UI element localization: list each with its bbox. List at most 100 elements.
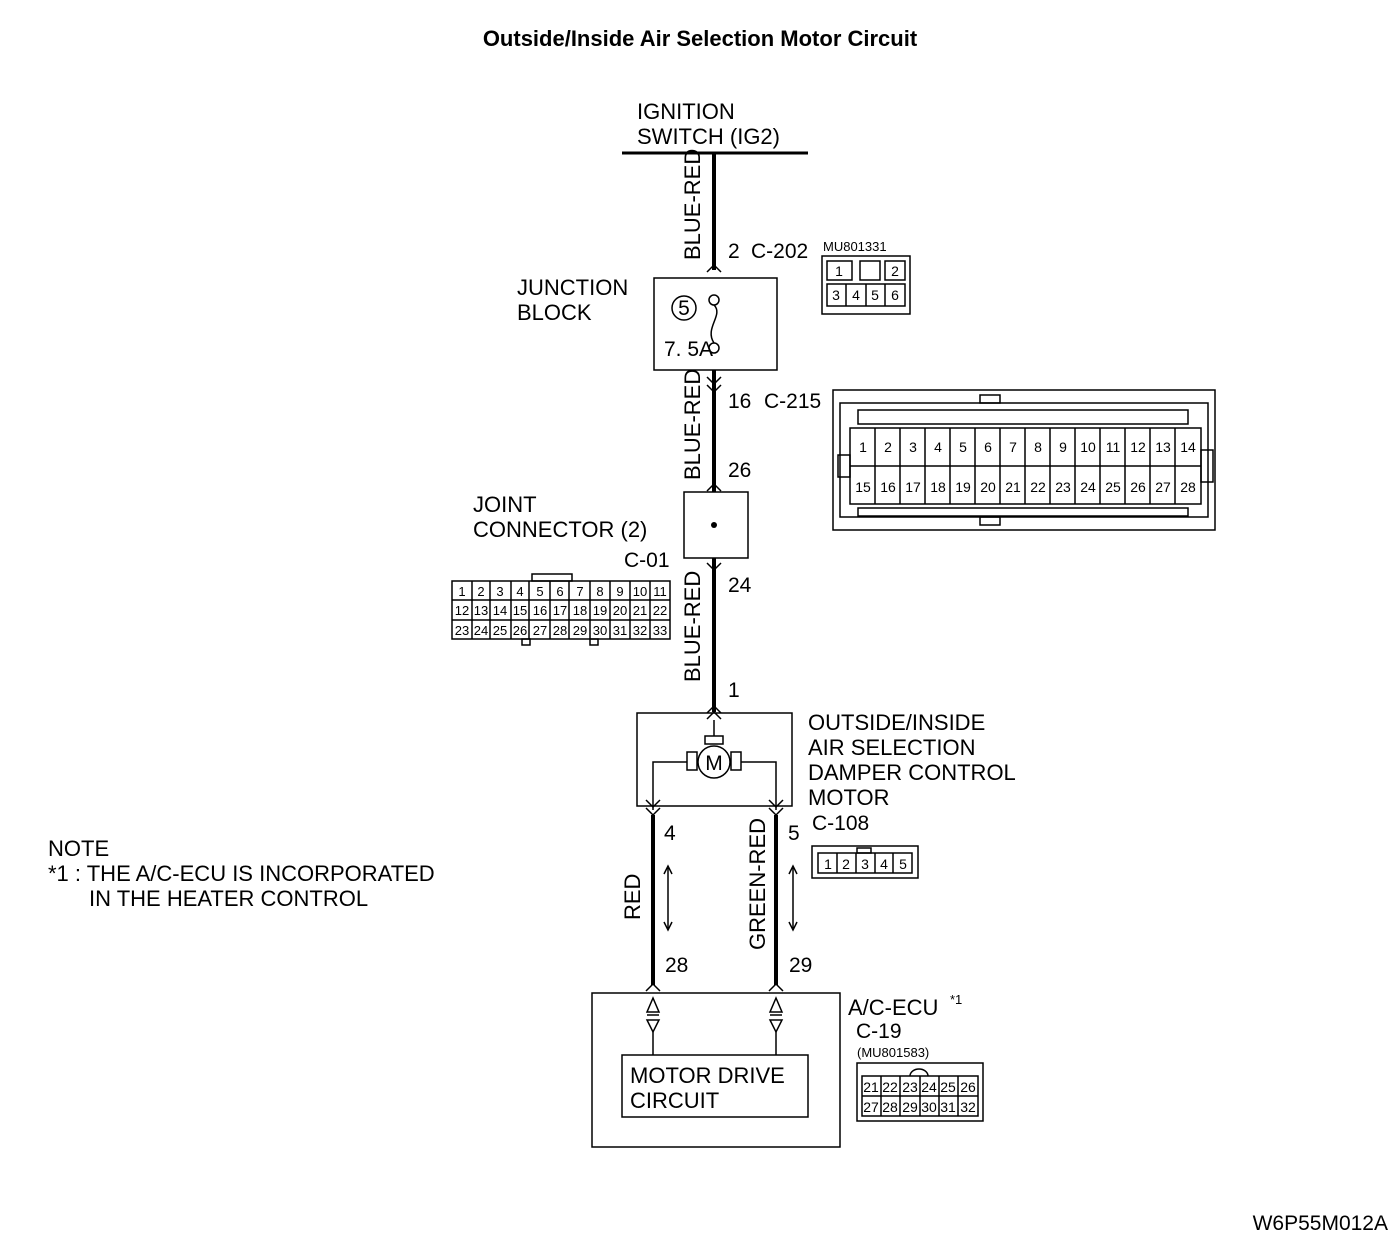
note-line2: IN THE HEATER CONTROL (89, 886, 368, 911)
ecu-superscript: *1 (950, 992, 962, 1007)
c01-pin-10: 10 (633, 584, 647, 599)
wire-color-label-4: RED (620, 874, 645, 920)
connector-c215-diagram: 1 2 3 4 5 6 7 8 9 10 11 12 13 14 15 16 1… (832, 389, 1216, 531)
motor-icon: M (652, 720, 777, 810)
c01-pin-1: 1 (458, 584, 465, 599)
c215-pin-7: 7 (1009, 439, 1017, 455)
c01-pin-5: 5 (536, 584, 543, 599)
c19-pin-28: 28 (882, 1099, 898, 1115)
c202-pin-4: 4 (852, 287, 860, 303)
motor-drive-circuit-line2: CIRCUIT (630, 1088, 719, 1113)
c215-pin-14: 14 (1180, 439, 1196, 455)
connector-c01-label: C-01 (624, 549, 670, 572)
c19-pin-23: 23 (902, 1079, 918, 1095)
joint-connector-label-line1: JOINT (473, 492, 537, 517)
c215-pin-8: 8 (1034, 439, 1042, 455)
c202-pin-3: 3 (832, 287, 840, 303)
connector-c108-label: C-108 (812, 812, 869, 835)
c19-pin-32: 32 (960, 1099, 976, 1115)
diagram-title: Outside/Inside Air Selection Motor Circu… (483, 26, 918, 51)
c01-pin-14: 14 (493, 603, 507, 618)
c01-pin-31: 31 (613, 623, 627, 638)
c19-pin-22: 22 (882, 1079, 898, 1095)
c01-pin-8: 8 (596, 584, 603, 599)
junction-block-box (653, 277, 778, 371)
pin-c202: 2 (728, 240, 740, 263)
motor-label-line2: AIR SELECTION (808, 735, 975, 760)
c108-pin-4: 4 (880, 856, 888, 872)
wire-color-label-3: BLUE-RED (680, 571, 705, 682)
fuse-rating: 7. 5A (664, 338, 713, 361)
junction-block-label-line1: JUNCTION (517, 275, 628, 300)
motor-label-line1: OUTSIDE/INSIDE (808, 710, 985, 735)
c19-pin-24: 24 (921, 1079, 937, 1095)
c215-pin-2: 2 (884, 439, 892, 455)
c215-pin-15: 15 (855, 479, 871, 495)
joint-connector-box (683, 491, 749, 559)
c01-pin-27: 27 (533, 623, 547, 638)
note-line1: *1 : THE A/C-ECU IS INCORPORATED (48, 861, 435, 886)
c215-pin-6: 6 (984, 439, 992, 455)
c215-pin-17: 17 (905, 479, 921, 495)
c19-pin-21: 21 (863, 1079, 879, 1095)
pin-joint-in: 26 (728, 459, 751, 482)
c01-pin-18: 18 (573, 603, 587, 618)
c215-pin-22: 22 (1030, 479, 1046, 495)
connector-arrows-main (706, 263, 722, 720)
c19-pin-25: 25 (940, 1079, 956, 1095)
wire-color-label-2: BLUE-RED (680, 369, 705, 480)
connector-c202-label: C-202 (751, 240, 808, 263)
motor-symbol: M (705, 752, 723, 775)
joint-dot (711, 522, 717, 528)
c01-pin-19: 19 (593, 603, 607, 618)
connector-c202-diagram: 1 2 3 4 5 6 (821, 255, 911, 315)
motor-label-line3: DAMPER CONTROL (808, 760, 1016, 785)
connector-c19-label: C-19 (856, 1020, 902, 1043)
motor-label-line4: MOTOR (808, 785, 889, 810)
c215-pin-26: 26 (1130, 479, 1146, 495)
figure-id: W6P55M012A (1253, 1212, 1388, 1235)
c01-pin-20: 20 (613, 603, 627, 618)
junction-block-label-line2: BLOCK (517, 300, 592, 325)
motor-box (636, 712, 793, 807)
c01-pin-21: 21 (633, 603, 647, 618)
c19-pin-29: 29 (902, 1099, 918, 1115)
pin-joint-out: 24 (728, 574, 752, 597)
c01-pin-13: 13 (474, 603, 488, 618)
c01-pin-30: 30 (593, 623, 607, 638)
c215-pin-24: 24 (1080, 479, 1096, 495)
c01-pin-33: 33 (653, 623, 667, 638)
c215-pin-27: 27 (1155, 479, 1171, 495)
c19-pin-31: 31 (940, 1099, 956, 1115)
c01-pin-9: 9 (616, 584, 623, 599)
ecu-box (591, 992, 841, 1148)
connector-c215-label: C-215 (764, 390, 821, 413)
c19-pin-30: 30 (921, 1099, 937, 1115)
pin-motor-in: 1 (728, 679, 740, 702)
c202-pin-1: 1 (835, 263, 843, 279)
fuse-icon (708, 294, 720, 354)
connector-c19-partno: (MU801583) (857, 1045, 929, 1060)
c215-pin-4: 4 (934, 439, 942, 455)
bidirectional-arrow-icon (663, 864, 798, 932)
c01-pin-24: 24 (474, 623, 488, 638)
c202-pin-6: 6 (891, 287, 899, 303)
c01-pin-25: 25 (493, 623, 507, 638)
c215-pin-9: 9 (1059, 439, 1067, 455)
c01-pin-11: 11 (653, 584, 667, 599)
ecu-name: A/C-ECU (848, 995, 938, 1020)
c108-pin-5: 5 (899, 856, 907, 872)
c01-pin-32: 32 (633, 623, 647, 638)
c01-pin-15: 15 (513, 603, 527, 618)
c01-pin-7: 7 (576, 584, 583, 599)
pin-ecu-a: 28 (665, 954, 688, 977)
c215-pin-12: 12 (1130, 439, 1146, 455)
ignition-label-line1: IGNITION (637, 99, 735, 124)
c215-pin-28: 28 (1180, 479, 1196, 495)
wire-color-label-5: GREEN-RED (745, 818, 770, 950)
connector-c01-diagram: 1 2 3 4 5 6 7 8 9 10 11 12 13 14 15 16 1… (451, 573, 671, 646)
c01-pin-23: 23 (455, 623, 469, 638)
ecu-signal-arrows-icon (645, 996, 784, 1055)
c215-pin-5: 5 (959, 439, 967, 455)
